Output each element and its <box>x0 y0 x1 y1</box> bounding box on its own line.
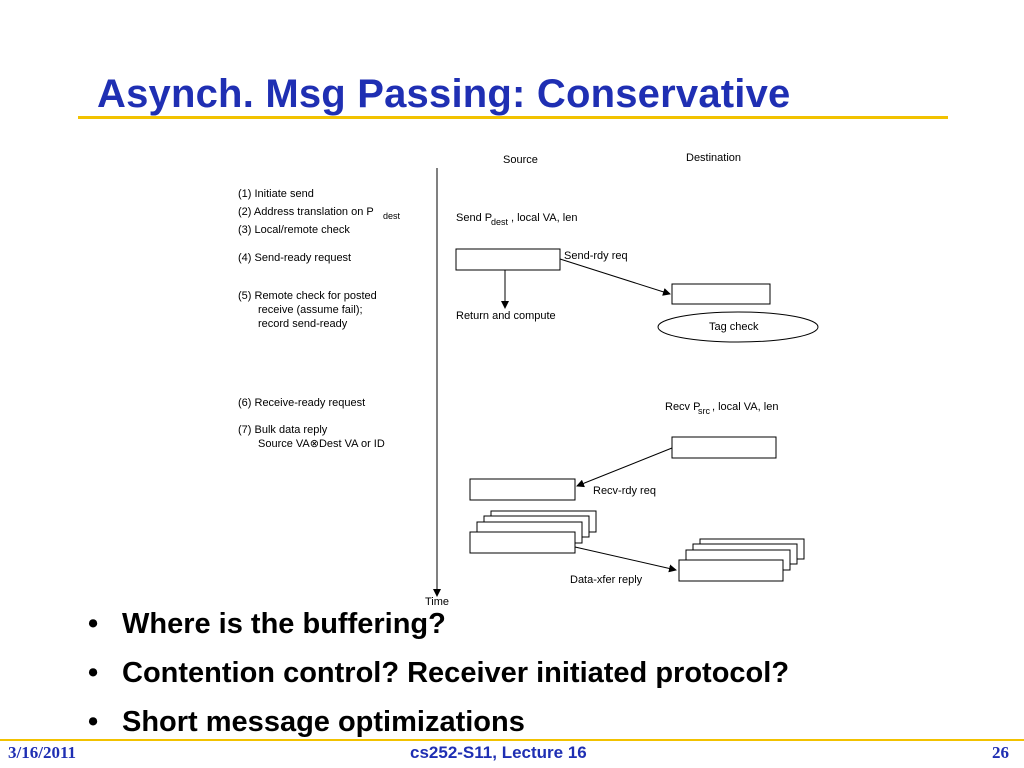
bullet-dot: • <box>88 706 99 738</box>
send-ready-box <box>455 248 561 271</box>
return-compute-label: Return and compute <box>456 310 556 322</box>
step-1-label: (1) Initiate send <box>238 188 314 200</box>
send-ready-arrow <box>559 258 671 296</box>
bullet-item: • Where is the buffering? <box>88 600 789 649</box>
data-xfer-label: Data-xfer reply <box>570 574 643 586</box>
step-7-label-line2: Source VA⊗Dest VA or ID <box>258 438 385 450</box>
step-3-label: (3) Local/remote check <box>238 224 350 236</box>
step-5-label-line2: receive (assume fail); <box>258 304 363 316</box>
source-data-box <box>469 531 576 554</box>
bullet-dot: • <box>88 608 99 640</box>
footer-date: 3/16/2011 <box>8 743 77 762</box>
step-2-subscript: dest <box>383 211 401 221</box>
bullet-text: Contention control? Receiver initiated p… <box>122 657 790 689</box>
source-data-stack <box>469 510 597 554</box>
recv-ready-box <box>671 436 777 459</box>
recv-ready-label: Recv-rdy req <box>593 485 656 497</box>
recv-label-subscript: src <box>698 406 710 416</box>
tag-check-label: Tag check <box>709 321 759 333</box>
destination-data-box <box>678 559 784 582</box>
step-4-label: (4) Send-ready request <box>238 252 351 264</box>
step-5-label-line3: record send-ready <box>258 318 348 330</box>
time-axis-label: Time <box>425 596 449 608</box>
source-recv-ready-box <box>469 478 576 501</box>
bullet-item: • Short message optimizations <box>88 698 789 747</box>
bullet-text: Where is the buffering? <box>122 608 446 640</box>
tag-check-ellipse <box>657 311 819 343</box>
destination-data-stack <box>678 538 805 582</box>
bullet-dot: • <box>88 657 99 689</box>
bullet-text: Short message optimizations <box>122 706 525 738</box>
step-5-label-line1: (5) Remote check for posted <box>238 290 377 302</box>
data-xfer-arrow <box>574 546 677 573</box>
slide-title: Asynch. Msg Passing: Conservative <box>97 72 791 116</box>
recv-ready-arrow <box>576 447 673 488</box>
send-ready-label: Send-rdy req <box>564 250 628 262</box>
send-label-rest: , local VA, len <box>511 212 577 224</box>
footer-course: cs252-S11, Lecture 16 <box>410 743 587 762</box>
step-7-label-line1: (7) Bulk data reply <box>238 424 328 436</box>
footer-rule <box>0 739 1024 741</box>
send-label-subscript: dest <box>491 217 509 227</box>
recv-label-rest: , local VA, len <box>712 401 778 413</box>
step-6-label: (6) Receive-ready request <box>238 397 365 409</box>
recv-label: Recv P <box>665 401 700 413</box>
bullet-item: • Contention control? Receiver initiated … <box>88 649 789 698</box>
footer-page-number: 26 <box>992 743 1009 762</box>
send-label: Send P <box>456 212 492 224</box>
bullet-list: • Where is the buffering? • Contention con… <box>88 600 789 747</box>
title-underline <box>78 116 948 119</box>
source-column-label: Source <box>503 154 538 166</box>
destination-receive-box <box>671 283 771 305</box>
step-2-label: (2) Address translation on P <box>238 206 374 218</box>
destination-column-label: Destination <box>686 152 741 164</box>
